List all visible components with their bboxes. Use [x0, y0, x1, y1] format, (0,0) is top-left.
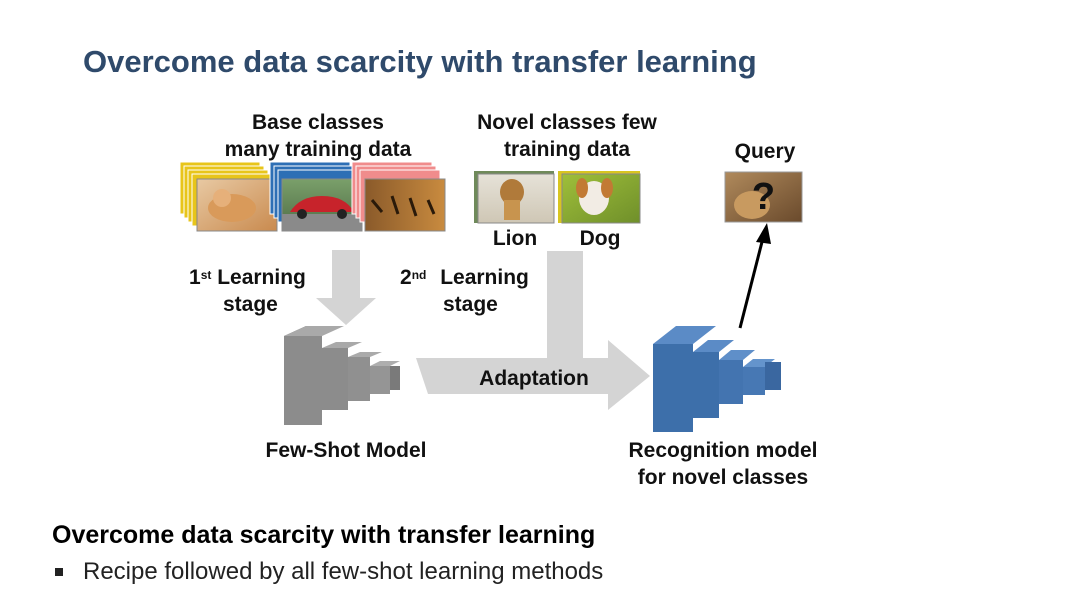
novel-classes-label: Novel classes few training data — [456, 109, 678, 163]
query-label: Query — [734, 140, 796, 163]
few-shot-model-shape — [284, 326, 400, 425]
few-shot-model-label: Few-Shot Model — [265, 439, 427, 462]
car-photo — [281, 178, 363, 232]
stage2-label: 2nd Learning stage — [400, 264, 529, 318]
bullet-square-icon — [55, 568, 63, 576]
recognition-model-shape — [653, 326, 781, 432]
stage2-line2: stage — [443, 293, 498, 316]
query-photo — [724, 171, 803, 223]
stage2-adaptation-arrow — [416, 251, 650, 410]
adaptation-label: Adaptation — [479, 367, 589, 390]
stage1-number: 1 — [189, 266, 201, 289]
dog-photo — [558, 171, 641, 224]
cat-photo — [196, 178, 278, 232]
tiger-photo — [364, 178, 446, 232]
recognition-line2: for novel classes — [637, 466, 809, 489]
bullet-text: Recipe followed by all few-shot learning… — [83, 558, 604, 585]
stage2-superscript: nd — [411, 268, 427, 282]
recognition-line1: Recognition model — [628, 439, 818, 462]
bullet-item: Recipe followed by all few-shot learning… — [55, 558, 603, 586]
base-classes-line1: Base classes — [252, 111, 384, 134]
stage1-word: Learning — [217, 266, 306, 289]
lion-photo — [474, 171, 555, 224]
stage1-line2: stage — [223, 293, 278, 316]
base-classes-line2: many training data — [224, 138, 412, 161]
stage1-arrow — [316, 250, 376, 325]
base-classes-label: Base classes many training data — [208, 109, 428, 163]
novel-classes-line2: training data — [503, 138, 630, 161]
stage1-label: 1st Learning stage — [189, 264, 306, 318]
stage2-number: 2 — [400, 266, 412, 289]
novel-classes-line1: Novel classes few — [477, 111, 657, 134]
dog-label: Dog — [579, 227, 621, 250]
recognition-model-label: Recognition model for novel classes — [604, 437, 842, 491]
stage1-superscript: st — [200, 268, 212, 282]
lion-label: Lion — [492, 227, 538, 250]
query-question-mark: ? — [751, 175, 776, 218]
section-heading: Overcome data scarcity with transfer lea… — [52, 521, 596, 549]
slide-title: Overcome data scarcity with transfer lea… — [83, 44, 757, 79]
query-arrow — [738, 223, 771, 329]
stage2-word: Learning — [440, 266, 529, 289]
